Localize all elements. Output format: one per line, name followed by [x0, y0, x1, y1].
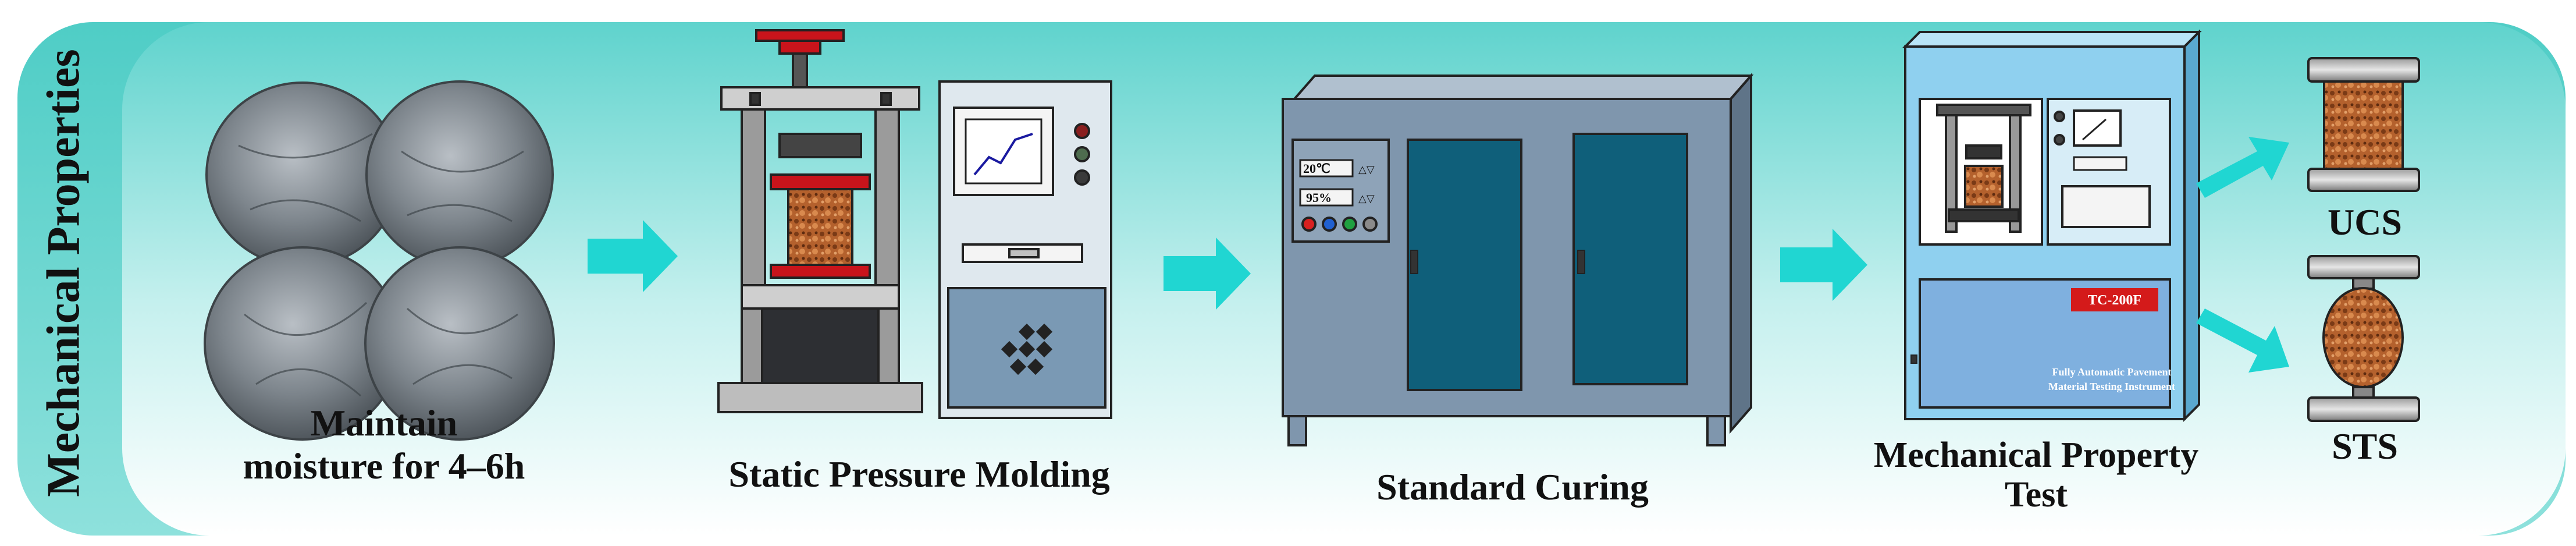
curing-temperature-arrows: △▽	[1358, 164, 1375, 176]
testing-machine-icon	[1902, 29, 2202, 422]
curing-humidity-arrows: △▽	[1358, 193, 1375, 205]
step1-caption-line2: moisture for 4–6h	[243, 445, 525, 487]
step1-caption: Maintain moisture for 4–6h	[221, 402, 547, 488]
output-arrow-sts	[2196, 309, 2289, 373]
press-icon	[717, 29, 923, 413]
step1-caption-line1: Maintain	[310, 402, 458, 444]
sts-specimen-icon	[2307, 255, 2420, 422]
curing-temperature: 20℃	[1303, 161, 1330, 176]
flow-arrow-2	[1164, 237, 1251, 310]
sts-label-text: STS	[2332, 426, 2398, 467]
step2-caption: Static Pressure Molding	[675, 453, 1164, 496]
ucs-label: UCS	[2304, 201, 2426, 244]
flow-arrow-3	[1780, 229, 1867, 301]
side-title-text: Mechanical Properties	[38, 49, 90, 497]
ucs-label-text: UCS	[2327, 201, 2403, 243]
curing-humidity: 95%	[1306, 190, 1332, 205]
output-arrow-ucs	[2196, 137, 2289, 198]
machine-model-label: TC-200F	[2088, 293, 2141, 308]
curing-cabinet-icon	[1282, 72, 1754, 446]
step4-caption: Mechanical Property Test	[1833, 435, 2240, 515]
ucs-specimen-icon	[2307, 57, 2420, 192]
soil-balls-icon	[204, 80, 555, 441]
step2-caption-text: Static Pressure Molding	[728, 453, 1110, 495]
step3-caption: Standard Curing	[1326, 466, 1699, 509]
machine-name-line2: Material Testing Instrument	[2048, 381, 2175, 392]
control-cabinet-icon	[938, 80, 1112, 419]
sts-label: STS	[2304, 425, 2426, 468]
step3-caption-text: Standard Curing	[1376, 466, 1649, 508]
machine-name-line1: Fully Automatic Pavement	[2052, 366, 2172, 378]
step4-caption-line2: Test	[2005, 475, 2068, 515]
step4-caption-line1: Mechanical Property	[1873, 435, 2199, 475]
flow-arrow-1	[588, 220, 678, 292]
